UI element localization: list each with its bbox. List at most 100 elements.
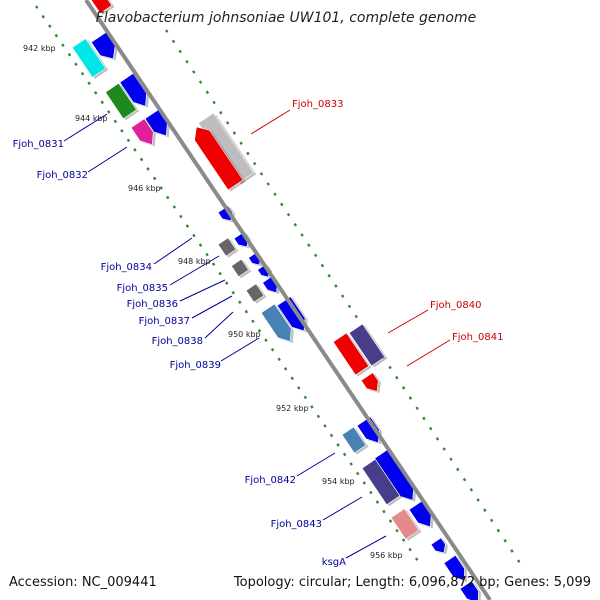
tick-dot xyxy=(469,488,474,492)
tick-dot xyxy=(80,71,85,76)
gene-label[interactable]: Fjoh_0842 xyxy=(245,475,296,486)
gene-fjoh-0831 xyxy=(130,118,156,147)
gene-fjoh-0843 xyxy=(361,458,403,507)
tick-dot xyxy=(61,43,65,47)
gene-fjoh-0833 xyxy=(194,126,246,192)
kbp-tick-label: 954 kbp xyxy=(322,477,355,486)
gene-label[interactable]: Fjoh_0841 xyxy=(452,332,503,343)
gene-label[interactable]: Fjoh_0832 xyxy=(37,170,88,181)
gene-features xyxy=(71,0,481,600)
gene-label-leader xyxy=(63,113,108,142)
gene-label-leader xyxy=(387,309,429,334)
gene-label[interactable]: Fjoh_0833 xyxy=(292,99,343,110)
kbp-tick-label: 950 kbp xyxy=(228,330,261,339)
gene-fjoh-0835 xyxy=(217,237,239,258)
tick-dot xyxy=(231,290,235,295)
tick-dot xyxy=(323,424,327,428)
gene-label-leader xyxy=(169,255,220,286)
tick-dot xyxy=(74,62,78,67)
tick-dot xyxy=(192,233,196,238)
map-title: Flavobacterium johnsoniae UW101, complet… xyxy=(96,10,476,26)
tick-dot xyxy=(238,300,242,304)
gene-label[interactable]: Fjoh_0839 xyxy=(170,360,221,371)
tick-dot xyxy=(395,375,399,380)
tick-dot xyxy=(185,59,189,64)
tick-dot xyxy=(126,138,131,143)
gene-label[interactable]: Fjoh_0840 xyxy=(430,300,481,311)
gene-label-leader xyxy=(191,295,233,319)
tick-dot xyxy=(219,110,223,115)
gene-fjoh-0836 xyxy=(230,258,252,279)
gene-label-leader xyxy=(153,237,193,265)
tick-dot xyxy=(87,81,91,86)
gene-cyan xyxy=(71,38,109,79)
gene-top-red xyxy=(90,0,115,15)
tick-dot xyxy=(164,29,169,33)
tick-dot xyxy=(414,557,419,561)
tick-dot xyxy=(198,80,203,84)
tick-dot xyxy=(266,182,270,186)
tick-dot xyxy=(251,319,255,323)
tick-dot xyxy=(211,262,216,266)
tick-dot xyxy=(362,481,367,485)
gene-label[interactable]: Fjoh_0836 xyxy=(127,299,178,310)
tick-dot xyxy=(462,477,467,482)
kbp-tick-label: 944 kbp xyxy=(75,114,108,123)
tick-dot xyxy=(293,223,298,227)
accession-text: Accession: NC_009441 xyxy=(9,575,157,590)
tick-dot xyxy=(246,151,250,156)
gene-label[interactable]: Fjoh_0834 xyxy=(101,262,152,273)
gene-ksga xyxy=(390,508,422,541)
tick-dot xyxy=(239,141,243,146)
tick-dot xyxy=(408,396,413,400)
gene-fjoh-0840 xyxy=(348,323,388,368)
tick-dot xyxy=(313,253,318,258)
tick-dot xyxy=(146,167,150,171)
tick-dot xyxy=(316,414,321,419)
tick-dot xyxy=(395,528,399,533)
tick-dot xyxy=(166,195,170,200)
gene-label[interactable]: Fjoh_0843 xyxy=(271,519,322,530)
gene-fjoh-0838 xyxy=(276,296,308,333)
gene-blue-lower-6 xyxy=(459,580,481,600)
gene-label[interactable]: Fjoh_0837 xyxy=(139,316,190,327)
genome-backbone xyxy=(84,0,492,600)
tick-dot xyxy=(273,192,277,197)
tick-dot xyxy=(489,518,494,523)
tick-dot xyxy=(283,367,288,371)
tick-dot xyxy=(212,100,216,105)
tick-dot xyxy=(224,281,229,285)
tick-dot xyxy=(185,224,190,228)
tick-dot xyxy=(192,70,196,74)
tick-dot xyxy=(172,205,177,209)
tick-dot xyxy=(159,186,163,190)
tick-dot xyxy=(280,202,284,207)
gene-label[interactable]: Fjoh_0838 xyxy=(152,336,203,347)
tick-dot xyxy=(401,386,406,390)
tick-dot xyxy=(179,214,183,219)
tick-dot xyxy=(270,347,275,352)
gene-label[interactable]: Fjoh_0831 xyxy=(13,139,64,150)
tick-dot xyxy=(422,416,426,421)
tick-dot xyxy=(171,39,176,44)
gene-label-leader xyxy=(250,109,291,135)
gene-label-leader xyxy=(179,279,226,302)
tick-dot xyxy=(516,559,521,563)
gene-label[interactable]: ksgA xyxy=(322,557,346,568)
tick-dot xyxy=(456,467,460,472)
tick-dot xyxy=(435,437,440,441)
gene-label[interactable]: Fjoh_0835 xyxy=(117,283,168,294)
tick-dot xyxy=(67,52,72,57)
tick-dot xyxy=(286,212,291,217)
tick-dot xyxy=(483,508,487,512)
tick-dot xyxy=(133,148,137,152)
tick-dot xyxy=(307,243,311,247)
tick-dot xyxy=(232,131,237,135)
tick-dot xyxy=(257,328,262,333)
tick-dot xyxy=(369,490,373,495)
tick-dot xyxy=(252,161,257,166)
tick-dot xyxy=(139,157,144,162)
tick-dot xyxy=(205,252,209,257)
kbp-tick-label: 942 kbp xyxy=(23,44,56,53)
